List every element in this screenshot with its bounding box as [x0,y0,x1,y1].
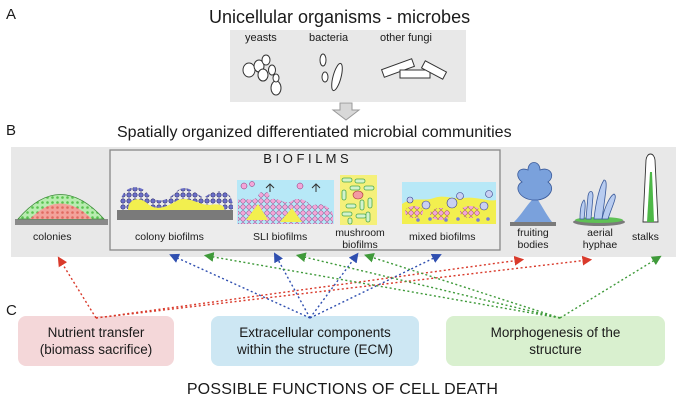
stalk-icon [642,153,659,223]
colony-biofilm-icon [117,187,234,220]
section-letter-c: C [6,302,17,319]
label-aerial-line2: hyphae [582,239,618,251]
label-stalks: stalks [632,231,659,243]
label-mushroom-biofilms: mushroom biofilms [334,227,386,251]
aerial-hyphae-icon [573,179,625,226]
ecm-line1: Extracellular components [239,325,391,340]
nutrient-transfer-box [18,316,174,366]
ecm-box [211,316,419,366]
biofilms-heading: B I O F I L M S [263,151,349,166]
label-colony-biofilms: colony biofilms [135,231,204,243]
bacteria-cells-icon [319,53,343,92]
label-aerial-hyphae: aerial hyphae [580,227,620,251]
morphogenesis-text: Morphogenesis of the structure [446,316,665,366]
section-letter-a: A [6,6,17,23]
ecm-text: Extracellular components within the stru… [211,316,419,366]
sli-biofilm-icon [237,180,334,224]
footer-title: POSSIBLE FUNCTIONS OF CELL DEATH [186,381,499,398]
morphogenesis-box [446,316,665,366]
label-aerial-line1: aerial [587,227,613,239]
label-other-fungi: other fungi [380,32,432,44]
morpho-line1: Morphogenesis of the [490,325,621,340]
label-sli-biofilms: SLI biofilms [253,231,308,243]
nutrient-line1: Nutrient transfer [47,325,145,340]
label-mixed-biofilms: mixed biofilms [409,231,476,243]
label-mushroom-line1: mushroom [335,227,385,239]
colony-icon [15,194,108,225]
label-colonies: colonies [33,231,72,243]
label-fruiting-bodies: fruiting bodies [510,227,556,251]
label-mushroom-line2: biofilms [342,239,378,251]
morphogenesis-arrows [203,252,662,319]
panel-a-title: Unicellular organisms - microbes [209,7,471,27]
fungi-hyphae-icon [380,58,448,80]
arrow-a-to-b [331,102,361,121]
label-fruiting-line1: fruiting [517,227,549,239]
ecm-line2: within the structure (ECM) [236,342,394,357]
section-letter-b: B [6,122,17,139]
label-bacteria: bacteria [309,32,349,44]
nutrient-transfer-text: Nutrient transfer (biomass sacrifice) [18,316,174,366]
fruiting-body-icon [510,162,556,226]
nutrient-line2: (biomass sacrifice) [39,342,153,357]
mushroom-biofilm-icon [340,175,377,225]
ecm-arrows [169,252,442,319]
morpho-line2: structure [529,342,582,357]
label-fruiting-line2: bodies [517,239,549,251]
yeast-cells-icon [242,54,282,96]
label-yeasts: yeasts [245,32,277,44]
panel-b-title: Spatially organized differentiated micro… [117,124,512,141]
nutrient-arrows [57,255,593,319]
mixed-biofilm-icon [402,182,496,224]
